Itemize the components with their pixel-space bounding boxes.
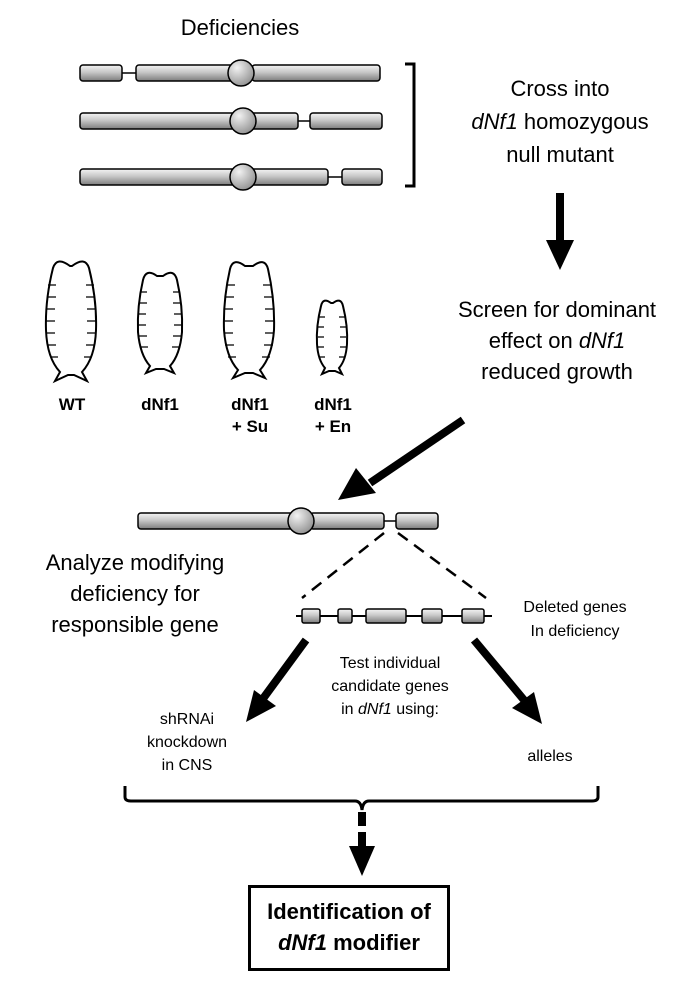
shrnai-line-3: in CNS [161, 757, 213, 774]
test-line-3-rest: using: [391, 701, 439, 718]
larva-wt-icon [44, 260, 98, 384]
diagonal-arrow-icon [338, 416, 466, 500]
shrnai-option-text: shRNAi knockdown in CNS [132, 708, 242, 777]
modifying-deficiency-chromosome [137, 507, 439, 535]
zoom-dashed-lines [301, 531, 487, 600]
cross-step-text: Cross into dNf1 homozygous null mutant [430, 72, 690, 171]
result-box [248, 885, 450, 971]
screen-line-2: effect on dNf1 [412, 325, 700, 356]
larva-label-wt-line-1: WT [58, 395, 86, 414]
analyze-step-text: Analyze modifying deficiency for respons… [8, 547, 262, 640]
analyze-line-1: Analyze modifying [45, 550, 225, 575]
shrnai-line-1: shRNAi [159, 711, 215, 728]
larva-label-dnf1-su: dNf1 + Su [220, 394, 280, 438]
cross-gene-name: dNf1 [471, 109, 518, 134]
deficiencies-title: Deficiencies [180, 15, 300, 40]
screen-line-3: reduced growth [481, 359, 633, 384]
deficiency-chromosome-3 [79, 163, 383, 191]
analyze-line-2: deficiency for [70, 581, 200, 606]
down-arrow-icon [546, 193, 574, 270]
larva-label-dnf1-su-line-1: dNf1 [231, 395, 269, 414]
deleted-genes-label: Deleted genes In deficiency [500, 596, 650, 644]
options-bracket [123, 786, 600, 811]
larva-label-dnf1: dNf1 [130, 394, 190, 416]
cross-line-3: null mutant [506, 142, 614, 167]
screen-step-text: Screen for dominant effect on dNf1 reduc… [412, 294, 700, 387]
larva-dnf1-su-icon [222, 261, 276, 381]
screen-line-2-prefix: effect on [488, 328, 579, 353]
test-candidates-text: Test individual candidate genes in dNf1 … [310, 652, 470, 721]
cross-line-1: Cross into [510, 76, 610, 101]
deficiency-chromosome-1 [79, 59, 381, 87]
screen-gene-name: dNf1 [578, 328, 626, 353]
test-gene-name: dNf1 [357, 701, 392, 718]
alleles-option-text: alleles [527, 748, 573, 765]
result-line-2-rest: modifier [326, 930, 420, 955]
larva-dnf1-icon [136, 271, 184, 375]
test-line-1: Test individual [339, 655, 441, 672]
down-arrow-result-icon [349, 812, 375, 876]
larva-label-dnf1-en: dNf1 + En [303, 394, 363, 438]
result-line-2: dNf1 modifier [248, 927, 450, 958]
larva-label-dnf1-su-line-2: + Su [231, 417, 269, 436]
deleted-genes-segment [296, 608, 492, 624]
result-text: Identification of dNf1 modifier [248, 896, 450, 958]
deficiency-chromosome-2 [79, 107, 383, 135]
arrow-to-alleles-icon [470, 637, 542, 724]
analyze-line-3: responsible gene [51, 612, 219, 637]
deleted-genes-line-1: Deleted genes [523, 599, 627, 616]
larva-label-wt: WT [42, 394, 102, 416]
arrow-to-shrnai-icon [246, 637, 310, 722]
deficiency-bracket [405, 62, 416, 188]
larva-label-dnf1-line-1: dNf1 [141, 395, 179, 414]
test-line-3-prefix: in [341, 701, 358, 718]
test-line-2: candidate genes [331, 678, 449, 695]
larva-label-dnf1-en-line-1: dNf1 [314, 395, 352, 414]
larva-dnf1-en-icon [315, 299, 349, 376]
result-gene-name: dNf1 [278, 930, 327, 955]
result-line-1: Identification of [267, 899, 431, 924]
deleted-genes-line-2: In deficiency [530, 623, 620, 640]
shrnai-line-2: knockdown [146, 734, 228, 751]
test-line-3: in dNf1 using: [310, 698, 470, 721]
cross-line-2: dNf1 homozygous [430, 105, 690, 138]
screen-line-1: Screen for dominant [457, 297, 657, 322]
cross-line-2-rest: homozygous [517, 109, 649, 134]
larva-label-dnf1-en-line-2: + En [314, 417, 352, 436]
